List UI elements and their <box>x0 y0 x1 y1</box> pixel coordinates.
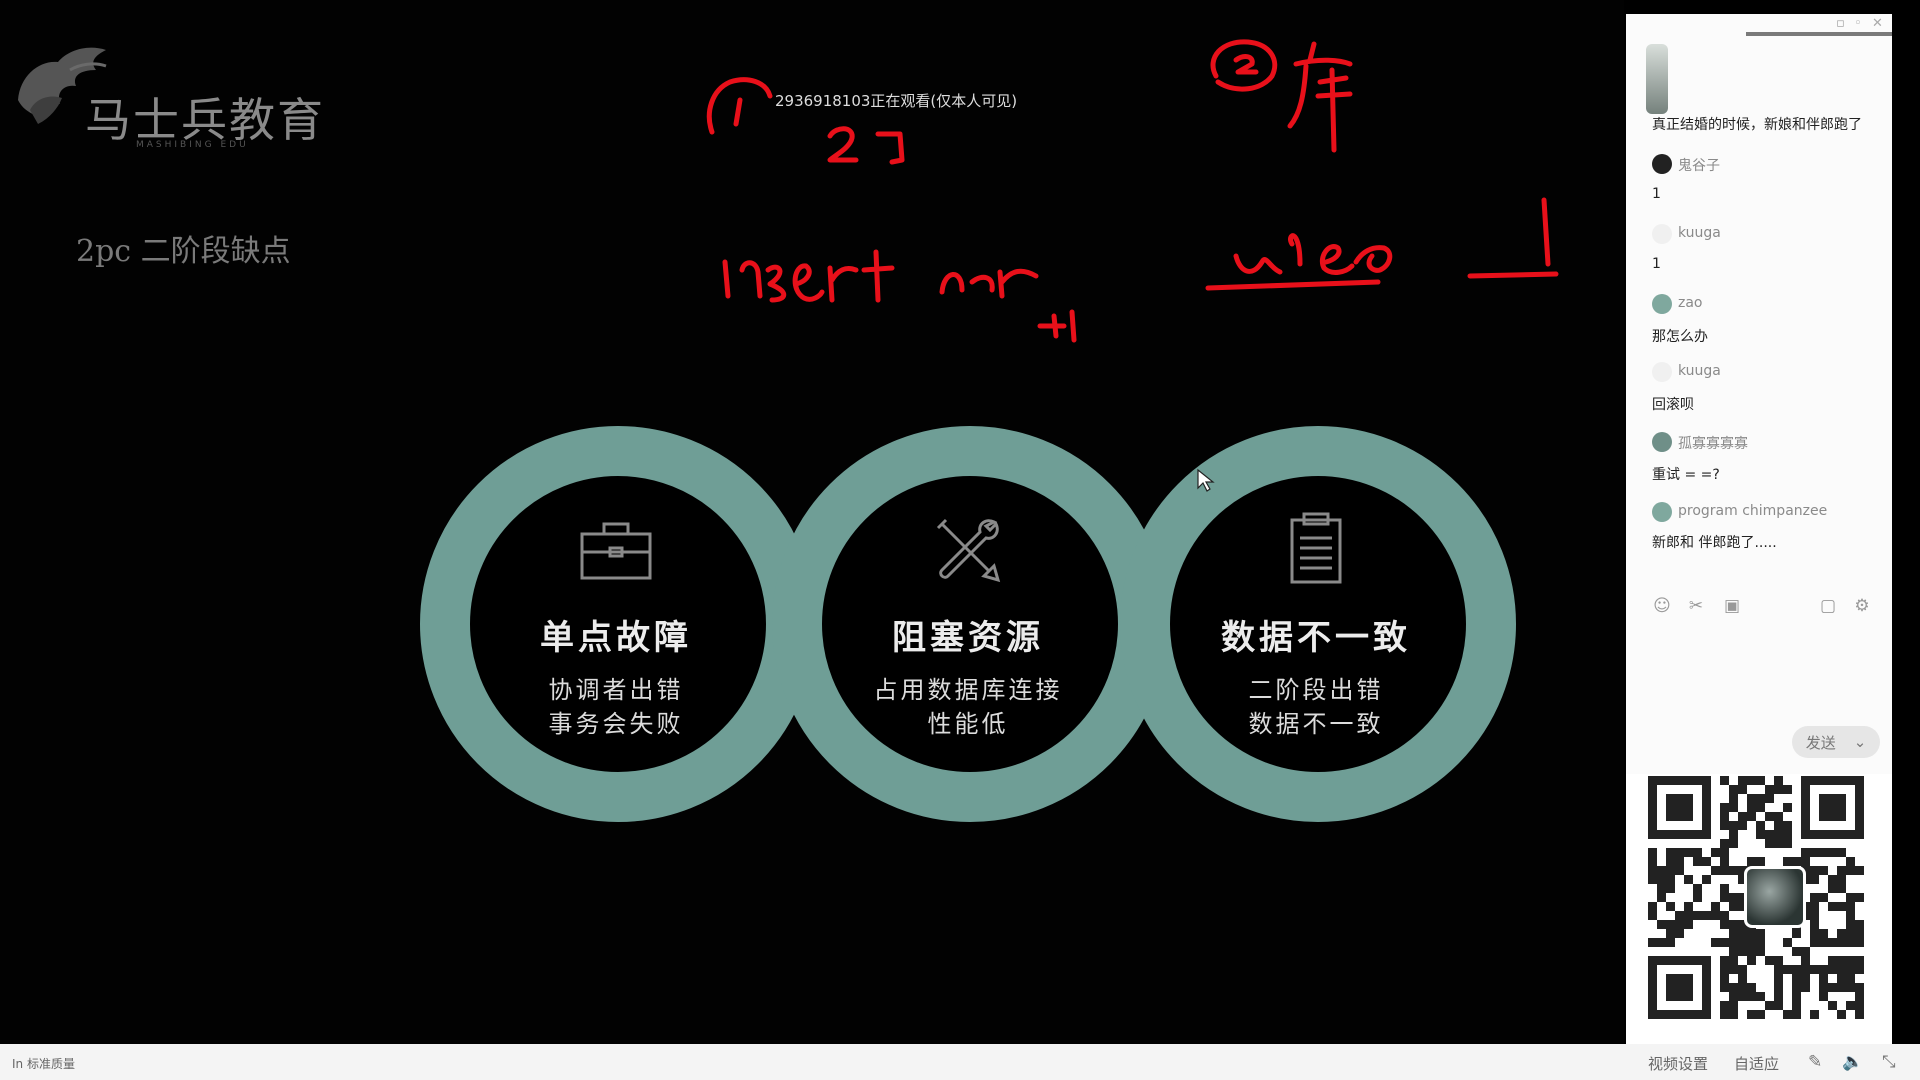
circle-line-1: 协调者出错 <box>548 676 684 704</box>
chat-username: 孤寡寡寡寡 <box>1678 436 1748 452</box>
circle-single-point: 单点故障 协调者出错 事务会失败 <box>418 510 814 741</box>
send-button[interactable]: 发送 ⌄ <box>1792 726 1880 758</box>
chat-username: kuuga <box>1678 363 1721 379</box>
chat-bubble-icon[interactable]: ▢ <box>1819 596 1837 616</box>
chevron-down-icon[interactable]: ⌄ <box>1853 733 1867 751</box>
ink-one-stroke <box>1541 197 1551 267</box>
avatar <box>1652 432 1672 452</box>
chat-username: kuuga <box>1678 225 1721 241</box>
ink-underline-2 <box>1467 271 1559 279</box>
viewer-notice: 2936918103正在观看(仅本人可见) <box>775 92 1018 110</box>
chat-username: 鬼谷子 <box>1678 158 1720 174</box>
ink-ude <box>1233 233 1393 275</box>
chat-username: program chimpanzee <box>1678 503 1828 519</box>
send-label: 发送 <box>1805 733 1836 752</box>
toolbox-icon <box>580 522 652 580</box>
ink-underline-1 <box>1205 279 1381 291</box>
ink-one-word <box>939 268 1039 299</box>
stream-quality-label: In 标准质量 <box>12 1057 75 1071</box>
qr-code-panel <box>1626 774 1892 1044</box>
video-settings-button[interactable]: 视频设置 <box>1648 1055 1709 1073</box>
chat-message: 回滚呗 <box>1652 397 1694 413</box>
logo-text: 马士兵教育 <box>85 93 325 147</box>
circle-line-2: 数据不一致 <box>1248 710 1384 738</box>
ink-two <box>827 126 859 163</box>
circle-line-1: 占用数据库连接 <box>873 676 1063 704</box>
logo-subtitle: MASHIBING EDU <box>136 140 249 150</box>
ink-bracket <box>875 131 905 165</box>
clipboard-icon <box>1290 512 1342 584</box>
ink-two-b <box>1233 54 1259 75</box>
chat-message: 重试 = =? <box>1652 467 1720 483</box>
pen-icon[interactable]: ✎ <box>1808 1052 1823 1072</box>
circle-line-2: 性能低 <box>927 710 1009 738</box>
chat-panel: ▫ ◦ ✕ 真正结婚的时候，新娘和伴郎跑了 鬼谷子 1 kuuga 1 zao … <box>1626 14 1892 774</box>
ink-circle-1 <box>706 77 773 135</box>
logo-horse-icon <box>18 47 107 124</box>
slide-title: 2pc 二阶段缺点 <box>76 234 291 269</box>
volume-icon[interactable]: 🔈 <box>1842 1052 1864 1072</box>
qr-code <box>1648 776 1864 1019</box>
pin-icon[interactable]: ◦ <box>1854 16 1862 31</box>
chat-message: 1 <box>1652 186 1661 202</box>
avatar <box>1652 294 1672 314</box>
presentation-slide: 马士兵教育 MASHIBING EDU 2pc 二阶段缺点 2936918103… <box>18 39 1559 822</box>
ink-insert <box>722 249 895 303</box>
handwritten-annotations <box>706 39 1559 343</box>
circle-heading: 数据不一致 <box>1221 618 1411 658</box>
mouse-cursor-icon <box>1197 468 1215 492</box>
adaptive-button[interactable]: 自适应 <box>1734 1055 1780 1073</box>
circle-line-2: 事务会失败 <box>548 710 684 738</box>
chat-message: 那怎么办 <box>1652 329 1708 345</box>
avatar <box>1652 224 1672 244</box>
player-bottom-bar: In 标准质量 视频设置 自适应 ✎ 🔈 ⤡ <box>0 1044 1920 1080</box>
ink-plus-one <box>1037 309 1077 343</box>
chat-image-thumb <box>1646 44 1668 114</box>
close-icon[interactable]: ✕ <box>1872 16 1883 31</box>
emoji-icon[interactable]: ☺ <box>1653 596 1671 616</box>
chat-header-bar <box>1746 32 1892 36</box>
minimize-icon[interactable]: ▫ <box>1836 16 1845 31</box>
ink-circle-2 <box>1210 39 1278 92</box>
fullscreen-icon[interactable]: ⤡ <box>1882 1052 1896 1072</box>
image-icon[interactable]: ▣ <box>1723 596 1741 616</box>
circle-heading: 阻塞资源 <box>892 618 1044 658</box>
ink-one <box>733 97 743 127</box>
settings-icon[interactable]: ⚙ <box>1854 596 1870 616</box>
circle-inconsistent: 数据不一致 二阶段出错 数据不一致 <box>1118 510 1514 741</box>
tools-icon <box>936 518 1001 583</box>
chat-username: zao <box>1678 295 1703 311</box>
circle-blocking: 阻塞资源 占用数据库连接 性能低 <box>770 510 1166 741</box>
qr-avatar-icon <box>1744 866 1806 928</box>
circle-line-1: 二阶段出错 <box>1248 676 1384 704</box>
ink-ku <box>1287 41 1353 153</box>
scissors-icon[interactable]: ✂ <box>1688 596 1704 616</box>
chat-message: 1 <box>1652 256 1661 272</box>
avatar <box>1652 154 1672 174</box>
chat-message: 真正结婚的时候，新娘和伴郎跑了 <box>1652 117 1862 133</box>
chat-message: 新郎和 伴郎跑了..... <box>1652 535 1777 551</box>
avatar <box>1652 502 1672 522</box>
avatar <box>1652 362 1672 382</box>
circle-heading: 单点故障 <box>540 618 692 658</box>
